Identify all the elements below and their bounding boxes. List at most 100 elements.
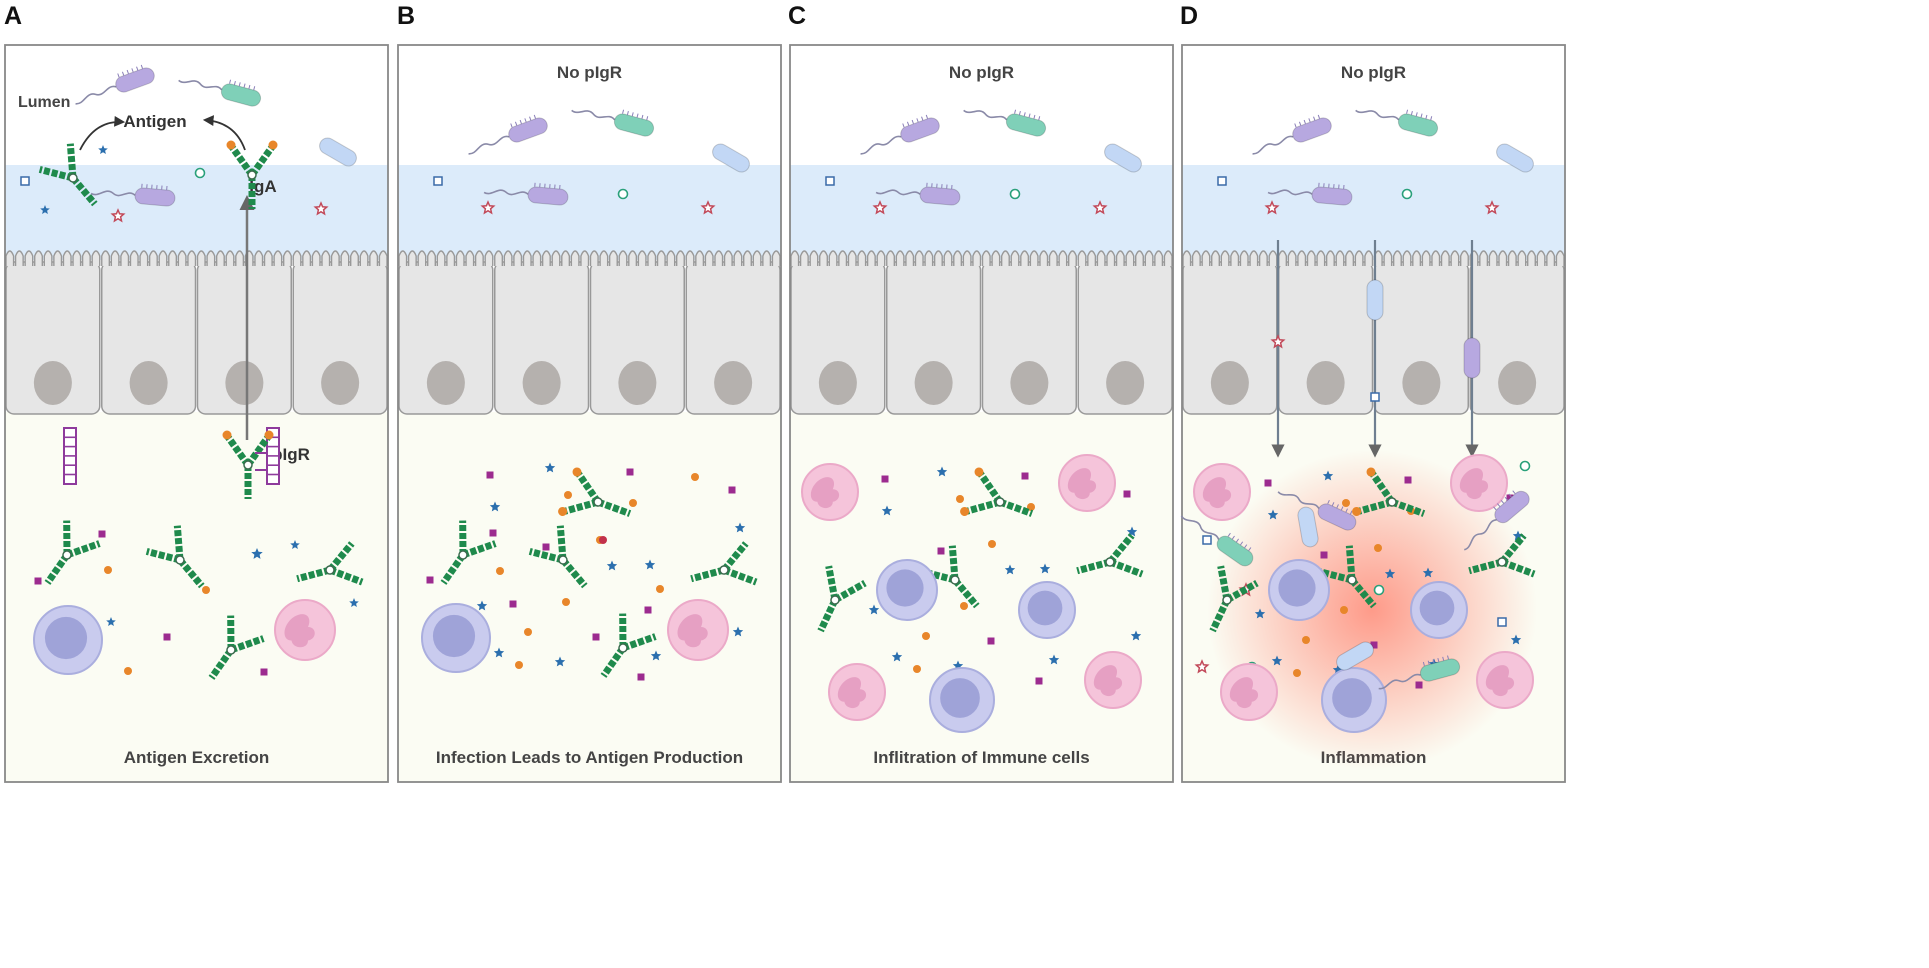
antigen-star-icon — [313, 201, 329, 216]
antigen-star-icon — [1130, 630, 1142, 641]
bacterium-icon — [571, 109, 655, 137]
epithelial-cell — [685, 261, 781, 415]
mucus-layer — [5, 165, 388, 260]
bacterium-icon — [1277, 491, 1357, 531]
lamina-propria — [398, 412, 781, 782]
cell-nucleus — [1498, 361, 1537, 405]
epithelial-cell — [790, 261, 886, 415]
antigen-square-icon — [1370, 392, 1380, 402]
microvilli — [5, 250, 388, 266]
antibody-icon — [1468, 533, 1536, 578]
cell-nucleus — [1402, 361, 1441, 405]
antibody-icon — [600, 613, 657, 678]
panel-caption: Infection Leads to Antigen Production — [436, 748, 743, 767]
bacterium-icon — [1496, 143, 1534, 173]
lymphocyte-icon — [929, 667, 995, 733]
antigen-arrow-right — [202, 115, 246, 151]
antigen-star-icon — [1194, 659, 1210, 674]
epithelial-cell — [196, 261, 292, 415]
panel-header: No pIgR — [949, 63, 1014, 82]
epithelial-cell — [494, 261, 590, 415]
bacterium-icon — [468, 114, 548, 155]
bacterium-icon — [1252, 114, 1332, 155]
antigen-star-icon — [290, 540, 300, 549]
bacterium-icon — [875, 182, 961, 206]
cell-nucleus — [129, 361, 168, 405]
neutrophil-icon — [1058, 454, 1116, 512]
antigen-star-icon — [1384, 568, 1396, 579]
panel-caption: Antigen Excretion — [124, 748, 269, 767]
epithelial-cell — [981, 261, 1077, 415]
antigen-star-icon — [1322, 470, 1334, 481]
antigen-circle-icon — [960, 602, 968, 610]
antigen-star-icon — [106, 617, 116, 626]
antigen-square-icon — [1202, 535, 1212, 545]
panel-caption: Inflitration of Immune cells — [873, 748, 1089, 767]
antigen-star-icon — [1270, 334, 1286, 349]
bacterium-icon — [1180, 515, 1254, 567]
antigen-square-icon — [1021, 472, 1029, 480]
neutrophil-icon — [1220, 663, 1278, 721]
antigen-circle-icon — [956, 495, 964, 503]
antigen-star-icon — [1048, 654, 1060, 665]
antibody-icon — [1209, 565, 1259, 633]
neutrophil-icon — [1450, 454, 1508, 512]
panel-letter-c: C — [788, 2, 807, 30]
antigen-star-icon — [872, 200, 888, 215]
bacterium-icon — [178, 79, 262, 107]
panel-frame — [4, 44, 389, 783]
antigen-circle-icon — [1374, 544, 1382, 552]
antigen-circle-icon — [104, 566, 112, 574]
antibody-icon — [1317, 545, 1377, 609]
antigen-square-icon — [1264, 479, 1272, 487]
antigen-star-icon — [480, 200, 496, 215]
antigen-square-icon — [1370, 641, 1378, 649]
antigen-square-icon — [637, 673, 645, 681]
cell-nucleus — [1306, 361, 1345, 405]
antigen-circle-icon — [1293, 669, 1301, 677]
cell-nucleus — [33, 361, 72, 405]
panel-letter-d: D — [1180, 2, 1199, 30]
bacterium-icon — [1104, 143, 1142, 173]
antigen-circle-icon — [1340, 606, 1348, 614]
antigen-circle-icon — [202, 586, 210, 594]
antibody-icon — [558, 467, 632, 517]
antigen-star-icon — [493, 647, 505, 658]
bacterium-icon — [860, 114, 940, 155]
antigen-square-icon — [825, 176, 835, 186]
antigen-square-icon — [509, 600, 517, 608]
antigen-square-icon — [163, 633, 171, 641]
antigen-arrow-left — [79, 116, 126, 151]
antigen-circle-icon — [564, 491, 572, 499]
bacterium-icon — [1267, 182, 1353, 206]
neutrophil-icon — [1193, 463, 1251, 521]
epithelial-cell — [886, 261, 982, 415]
antigen-star-icon — [644, 559, 656, 570]
antigen-square-icon — [1123, 490, 1131, 498]
cell-nucleus — [618, 361, 657, 405]
antigen-circle-icon — [524, 628, 532, 636]
bacterium-icon — [319, 137, 357, 167]
antigen-square-icon — [433, 176, 443, 186]
mucus-layer — [398, 165, 781, 260]
antigen-star-icon — [554, 656, 566, 667]
antigen-square-icon — [1415, 681, 1423, 689]
epithelial-cell — [398, 261, 494, 415]
neutrophil-icon — [828, 663, 886, 721]
antigen-square-icon — [728, 486, 736, 494]
pigr-receptor-icon — [266, 427, 280, 485]
bacterium-icon — [1297, 506, 1319, 548]
antigen-star-icon — [1254, 608, 1266, 619]
antigen-star-icon — [98, 145, 108, 154]
antigen-star-icon — [868, 604, 880, 615]
cell-nucleus — [426, 361, 465, 405]
antigen-circle-icon — [599, 536, 607, 544]
inflammation-glow — [1207, 450, 1537, 770]
antibody-icon — [145, 525, 205, 589]
cell-nucleus — [914, 361, 953, 405]
bacterium-icon — [90, 183, 176, 207]
antigen-circle-icon — [1519, 460, 1531, 472]
antigen-star-icon — [40, 205, 50, 214]
